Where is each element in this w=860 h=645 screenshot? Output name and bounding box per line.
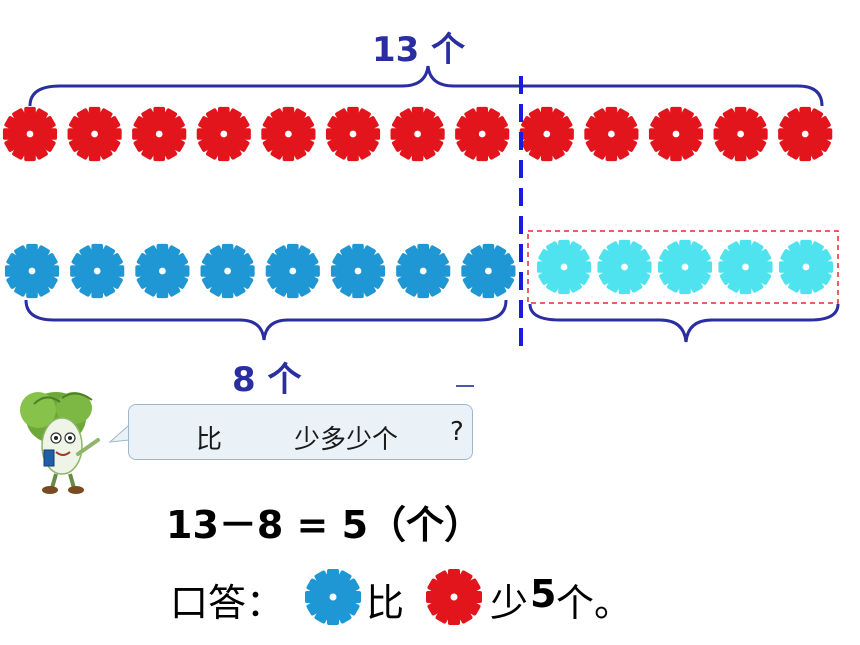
- light-blue-flower-row: [536, 239, 834, 295]
- light-blue-flower-icon: [718, 239, 773, 295]
- answer-unit: 个。: [556, 581, 633, 625]
- red-flower-icon: [778, 106, 833, 162]
- answer-compare-word: 比: [366, 581, 405, 625]
- question-mark: ?: [450, 417, 464, 447]
- light-blue-flower-icon: [778, 239, 834, 295]
- highlight-box: [527, 230, 839, 304]
- blue-flower-icon: [396, 243, 451, 299]
- red-flower-icon: [67, 106, 122, 162]
- answer-suffix-word: 少: [490, 581, 529, 625]
- question-bubble: [128, 404, 473, 460]
- bottom-count-label: 8 个: [232, 360, 302, 400]
- answer-prefix: 口答：: [170, 581, 285, 625]
- red-flower-icon: [455, 106, 510, 162]
- red-flower-icon: [325, 106, 381, 162]
- blue-flower-icon: [330, 243, 386, 299]
- red-flower-icon: [132, 106, 187, 162]
- difference-brace: [528, 303, 840, 343]
- bottom-brace: [24, 299, 508, 341]
- red-flower-icon: [426, 569, 482, 625]
- red-flower-icon: [2, 106, 58, 162]
- question-tail: 少多少个: [294, 425, 399, 455]
- top-count-label: 13 个: [372, 30, 466, 70]
- bubble-pointer: [108, 423, 130, 443]
- blue-flower-icon: [4, 243, 60, 299]
- red-flower-icon: [519, 106, 574, 162]
- blue-flower-icon: [135, 243, 190, 299]
- blue-flower-icon: [70, 243, 125, 299]
- red-flower-icon: [196, 106, 251, 162]
- answer-number: 5: [530, 572, 557, 616]
- red-flower-icon: [584, 106, 639, 162]
- equation: 13－8 = 5（个）: [166, 503, 483, 547]
- light-blue-flower-icon: [657, 239, 713, 295]
- blue-flower-icon: [461, 243, 516, 299]
- question-compare-word: 比: [196, 425, 223, 455]
- red-flower-icon: [648, 106, 704, 162]
- red-flower-icon: [390, 106, 445, 162]
- blue-flower-row: [4, 243, 516, 299]
- red-flower-icon: [713, 106, 768, 162]
- blue-flower-icon: [265, 243, 320, 299]
- blue-flower-icon: [200, 243, 255, 299]
- light-blue-flower-icon: [536, 239, 592, 295]
- cabbage-mascot-icon: [20, 392, 100, 494]
- red-flower-icon: [261, 106, 316, 162]
- light-blue-flower-icon: [597, 239, 652, 295]
- red-flower-row: [2, 106, 833, 162]
- top-brace: [28, 65, 824, 107]
- blue-flower-icon: [305, 569, 361, 625]
